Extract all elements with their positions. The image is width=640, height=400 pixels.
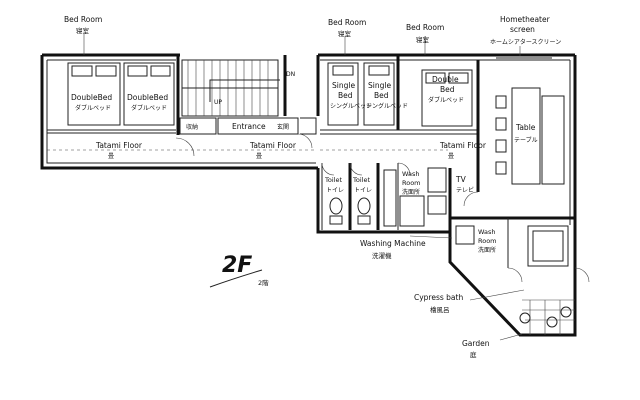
floor-label-ja: 2階 bbox=[258, 278, 269, 287]
bedroom-right-label: Bed Room bbox=[406, 23, 444, 32]
table-set bbox=[495, 87, 565, 185]
tatami-left-label-ja: 畳 bbox=[108, 153, 114, 160]
tatami-right-label-ja: 畳 bbox=[448, 153, 454, 160]
double-bed-3-label-2: Bed bbox=[440, 85, 455, 94]
tv-label: TV bbox=[455, 175, 467, 184]
bedroom-left-label-ja: 寝室 bbox=[76, 26, 90, 35]
single-bed-2-label-2: Bed bbox=[374, 91, 389, 100]
wash-room-2-label: Wash bbox=[478, 228, 496, 236]
wash-room-1-label-ja: 洗面所 bbox=[402, 188, 420, 196]
wash-room-1-label: Wash bbox=[402, 170, 420, 178]
washing-machine-label: Washing Machine bbox=[360, 239, 426, 248]
single-bed-1-label: Single bbox=[332, 81, 355, 90]
labels: Bed Room 寝室 Bed Room 寝室 Bed Room 寝室 Home… bbox=[64, 15, 561, 359]
toilet-2-label: Toilet bbox=[352, 176, 370, 184]
cypress-bath-label-ja: 檜風呂 bbox=[430, 305, 450, 314]
tv-label-ja: テレビ bbox=[456, 186, 474, 194]
single-bed-2-label-ja: シングルベッド bbox=[366, 102, 408, 110]
entrance-label-ja: 玄関 bbox=[277, 123, 289, 131]
hometheater-label: Hometheater bbox=[500, 15, 551, 24]
double-bed-3-label: Double bbox=[432, 75, 459, 84]
door-swings bbox=[175, 133, 590, 283]
single-bed-1 bbox=[327, 62, 359, 126]
storage-label: 収納 bbox=[186, 123, 198, 131]
bedroom-left-label: Bed Room bbox=[64, 15, 102, 24]
double-bed-1-label-ja: ダブルベッド bbox=[75, 104, 111, 112]
tatami-left-label: Tatami Floor bbox=[95, 141, 143, 150]
single-bed-2 bbox=[363, 62, 395, 126]
bedroom-right-label-ja: 寝室 bbox=[416, 35, 430, 44]
double-bed-2-label: DoubleBed bbox=[127, 93, 168, 102]
wash-room-2-label-2: Room bbox=[478, 237, 497, 245]
garden-hatch bbox=[519, 299, 575, 335]
wash-room-1-label-2: Room bbox=[402, 179, 421, 187]
single-bed-1-label-ja: シングルベッド bbox=[330, 102, 372, 110]
garden-label: Garden bbox=[462, 339, 490, 348]
cypress-bath bbox=[527, 225, 569, 267]
tatami-mid-label: Tatami Floor bbox=[249, 141, 297, 150]
garden-label-ja: 庭 bbox=[470, 350, 477, 359]
toilet-fixtures bbox=[329, 197, 371, 225]
double-bed-1 bbox=[67, 62, 121, 126]
single-bed-1-label-2: Bed bbox=[338, 91, 353, 100]
cypress-bath-label: Cypress bath bbox=[414, 293, 463, 302]
table-label-ja: テーブル bbox=[514, 136, 538, 144]
leader-lines bbox=[83, 34, 525, 341]
double-bed-3-label-ja: ダブルベッド bbox=[428, 96, 464, 104]
table-label: Table bbox=[515, 123, 536, 132]
bedroom-mid-label: Bed Room bbox=[328, 18, 366, 27]
floor-label: 2F bbox=[222, 253, 252, 278]
washing-machine-label-ja: 洗濯機 bbox=[372, 251, 392, 260]
room-dividers bbox=[47, 55, 575, 268]
entrance-label: Entrance bbox=[232, 122, 266, 131]
single-bed-2-label: Single bbox=[368, 81, 391, 90]
tatami-right-label: Tatami Floor bbox=[439, 141, 487, 150]
wash-sink bbox=[383, 167, 447, 227]
tatami-mid-label-ja: 畳 bbox=[256, 153, 262, 160]
wash-room-2-label-ja: 洗面所 bbox=[478, 246, 496, 254]
washing-machine-box bbox=[455, 225, 475, 245]
double-bed-2 bbox=[123, 62, 175, 126]
bedroom-mid-label-ja: 寝室 bbox=[338, 29, 352, 38]
toilet-1-label: Toilet bbox=[324, 176, 342, 184]
toilet-1-label-ja: トイレ bbox=[326, 187, 344, 194]
stairs-up-label: UP bbox=[214, 99, 222, 106]
double-bed-3 bbox=[421, 69, 473, 127]
hometheater-label-ja: ホームシアタースクリーン bbox=[490, 38, 561, 46]
outer-walls bbox=[40, 53, 577, 337]
stair-treads bbox=[182, 60, 280, 116]
double-bed-2-label-ja: ダブルベッド bbox=[131, 104, 167, 112]
hometheater-label-2: screen bbox=[510, 25, 535, 34]
toilet-2-label-ja: トイレ bbox=[354, 187, 372, 194]
double-bed-1-label: DoubleBed bbox=[71, 93, 112, 102]
stairs-dn-label: DN bbox=[286, 71, 295, 78]
